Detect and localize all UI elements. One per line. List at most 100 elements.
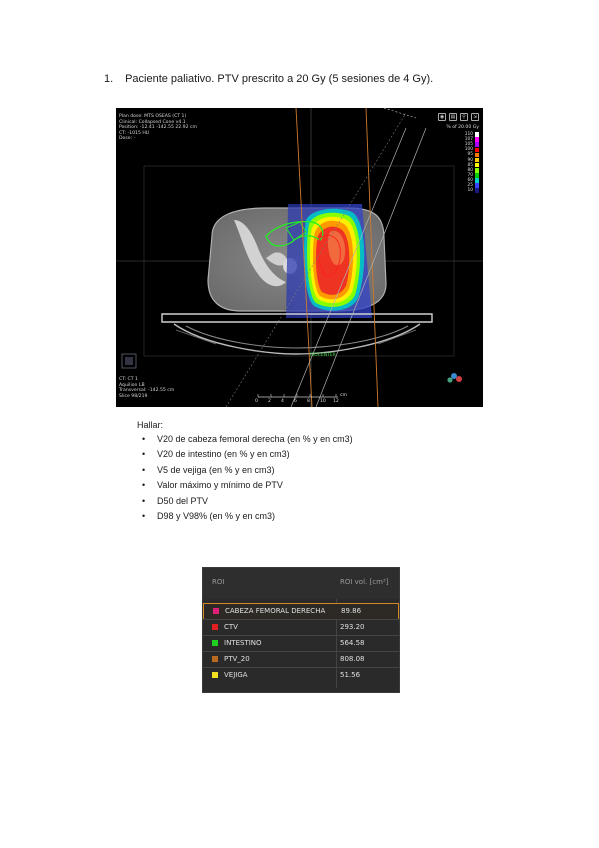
couch-top — [161, 313, 433, 323]
isodose-legend-value: 107 — [464, 137, 473, 143]
overlay-dose: Dose: - — [119, 136, 136, 142]
hallar-label: Hallar: — [137, 420, 164, 430]
isodose-legend-value: 90 — [467, 157, 473, 163]
beam-edge-2 — [365, 108, 379, 407]
table-row[interactable]: CTV 293.20 — [203, 619, 399, 635]
patient-orientation-icon — [451, 373, 457, 379]
print-icon[interactable]: ▤ — [449, 113, 457, 121]
isodose-legend-value: 70 — [467, 172, 473, 178]
roi-volume: 89.86 — [341, 607, 362, 615]
list-item: D50 del PTV — [141, 495, 353, 510]
roi-volume: 564.58 — [340, 639, 365, 647]
heading-number: 1. — [104, 73, 114, 85]
isodose-legend-row: 95 — [453, 152, 479, 157]
overlay-top-left: Plan dose: MTS OSEAS (CT 1) Clinical: Co… — [119, 114, 197, 142]
column-header-roi[interactable]: ROI — [212, 578, 225, 586]
intestino-contour-2 — [285, 221, 307, 241]
overlay-plan-dose: Plan dose: MTS OSEAS (CT 1) — [119, 114, 187, 119]
isodose-legend-row: 80 — [453, 168, 479, 173]
isodose-legend-value: 105 — [464, 142, 473, 148]
intestino-contour — [265, 220, 324, 247]
roi-color-swatch — [212, 624, 218, 630]
roi-color-swatch — [213, 608, 219, 614]
beam-line-3 — [290, 127, 407, 407]
ctv-contour — [317, 234, 341, 277]
isodose-legend-value: 85 — [467, 162, 473, 168]
isodose-legend-swatch — [475, 157, 479, 163]
roi-name: PTV_20 — [224, 655, 250, 663]
roi-table-header: ROI ROI vol. [cm³] — [203, 568, 399, 599]
overlay-bottom-left: CT: CT 1 Aquilion LB Transversal: -142.5… — [119, 377, 174, 399]
isodose-legend-value: 95 — [467, 152, 473, 158]
roi-volume: 51.56 — [340, 671, 361, 679]
sacrum — [266, 252, 288, 266]
orientation-icon — [121, 353, 137, 369]
camera-icon[interactable]: ◉ — [438, 113, 446, 121]
pelvic-bone — [234, 220, 286, 287]
ct-image: ISOCENTER — [116, 108, 483, 407]
scale-tick-label: 0 — [255, 399, 258, 404]
table-row[interactable]: INTESTINO 564.58 — [203, 635, 399, 651]
isodose-hotspot — [327, 230, 346, 266]
dose-reference: % of 20.00 Gy — [446, 125, 479, 130]
table-row[interactable]: CABEZA FEMORAL DERECHA 89.86 — [203, 603, 399, 620]
table-row[interactable]: VEJIGA 51.56 — [203, 667, 399, 683]
isodose-legend-row: 100 — [453, 147, 479, 152]
roi-color-swatch — [212, 640, 218, 646]
overlay-position: Position: -12.41 -142.55 22.92 cm — [119, 125, 197, 131]
question-heading: 1. Paciente paliativo. PTV prescrito a 2… — [104, 73, 433, 85]
roi-color-swatch — [212, 656, 218, 662]
isodose-legend-swatch — [475, 188, 479, 193]
isodose-legend-row: 107 — [453, 137, 479, 142]
couch-base — [173, 323, 421, 355]
scale-tick-label: 10 — [320, 399, 326, 404]
isodose-legend-row: 25 — [453, 183, 479, 188]
isodose-legend-swatch — [475, 147, 479, 153]
roi-name: INTESTINO — [224, 639, 262, 647]
isodose-legend-swatch — [475, 173, 479, 178]
isodose-legend-swatch — [475, 167, 479, 173]
zoom-icon[interactable]: ⚲ — [460, 113, 468, 121]
beam-line-5 — [225, 112, 407, 407]
isodose-legend-swatch — [475, 183, 479, 188]
roi-name: CTV — [224, 623, 238, 631]
beam-edge-1 — [295, 108, 313, 407]
isodose-legend-row: 105 — [453, 142, 479, 147]
isodose-legend-value: 100 — [464, 147, 473, 153]
overlay-slice: Slice 98/219 — [119, 393, 148, 399]
overlay-ct-name: CT: CT 1 — [119, 377, 138, 382]
questions-list: V20 de cabeza femoral derecha (en % y en… — [141, 433, 353, 525]
isodose-legend-value: 60 — [467, 177, 473, 183]
isodose-legend-row: 90 — [453, 157, 479, 163]
expand-icon[interactable]: ⇲ — [471, 113, 479, 121]
isodose-legend-value: 25 — [467, 182, 473, 188]
scale-tick-label: 2 — [268, 399, 271, 404]
list-item: V5 de vejiga (en % y en cm3) — [141, 464, 353, 479]
column-header-volume[interactable]: ROI vol. [cm³] — [340, 578, 389, 586]
svg-text:ISOCENTER: ISOCENTER — [310, 352, 336, 358]
isodose-legend-swatch — [475, 132, 479, 137]
scale-tick-label: 4 — [281, 399, 284, 404]
overlay-ct-hu: CT: -1015 HU — [119, 130, 150, 136]
isodose-legend-row: 60 — [453, 178, 479, 183]
isodose-legend-value: 10 — [467, 188, 473, 194]
roi-name: VEJIGA — [224, 671, 248, 679]
isodose-legend-value: 80 — [467, 167, 473, 173]
isodose-legend-row: 110 — [453, 132, 479, 137]
list-item: V20 de cabeza femoral derecha (en % y en… — [141, 433, 353, 448]
scale-tick-label: 6 — [294, 399, 297, 404]
overlay-scanner: Aquilion LB — [119, 382, 145, 388]
roi-volume: 808.08 — [340, 655, 365, 663]
heading-text: Paciente paliativo. PTV prescrito a 20 G… — [125, 73, 434, 85]
isodose-legend-swatch — [475, 137, 479, 142]
table-row[interactable]: PTV_20 808.08 — [203, 651, 399, 667]
list-item: V20 de intestino (en % y en cm3) — [141, 448, 353, 463]
roi-color-swatch — [212, 672, 218, 678]
ct-dose-viewer[interactable]: ISOCENTER Plan dose: MTS OSEAS (CT 1) Cl… — [116, 108, 483, 407]
isodose-legend-swatch — [475, 178, 479, 183]
scale-tick-label: 8 — [307, 399, 310, 404]
scale-tick-label: 12 — [333, 399, 339, 404]
list-item: Valor máximo y mínimo de PTV — [141, 479, 353, 494]
isodose-legend-row: 85 — [453, 163, 479, 168]
